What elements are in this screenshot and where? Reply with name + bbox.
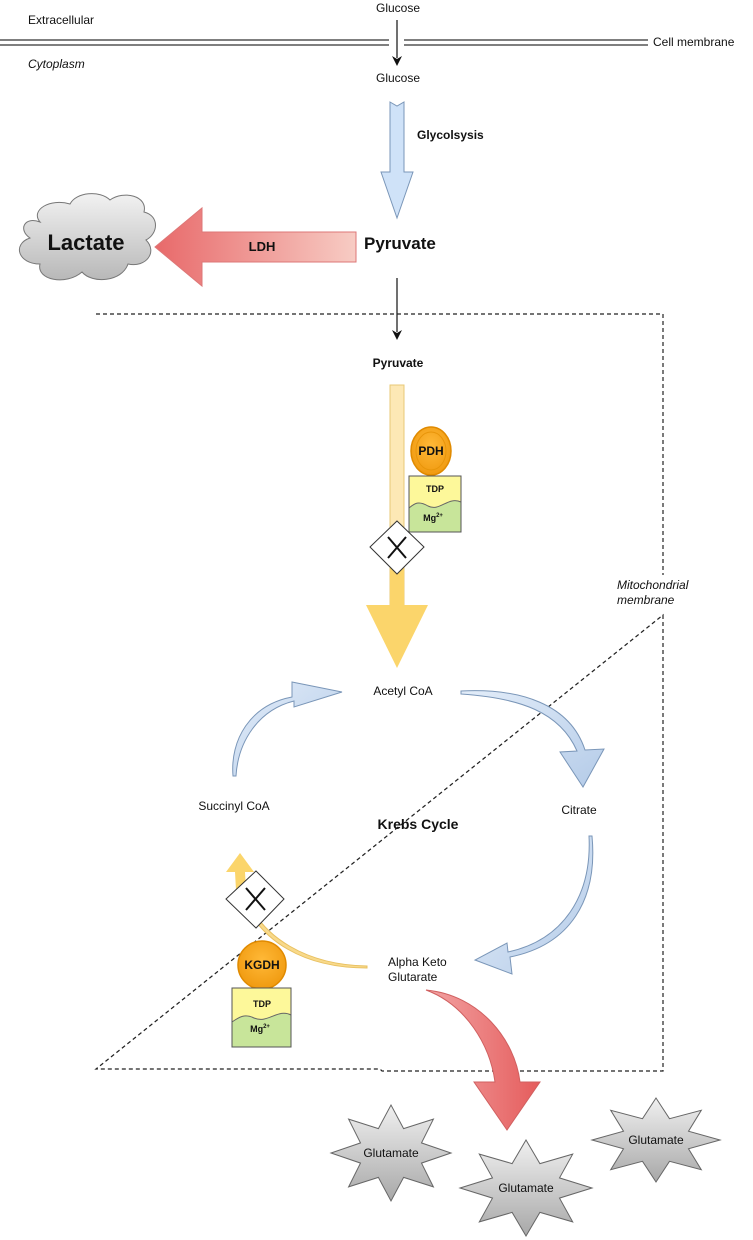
cell-membrane xyxy=(0,39,648,46)
citrate-to-akg-arrow xyxy=(473,835,594,975)
akg-to-glutamate-arrow xyxy=(425,989,541,1131)
pdh-mg-label: Mg2+ xyxy=(423,513,443,523)
glutamate-label-1: Glutamate xyxy=(363,1146,419,1160)
glutamate-star-2 xyxy=(458,1139,594,1237)
pdh-cofactor-box xyxy=(408,475,462,533)
pdh-block-marker xyxy=(369,520,425,575)
glycolysis-arrow xyxy=(380,101,414,220)
kgdh-tdp-label: TDP xyxy=(253,999,271,1009)
alpha-kg-label-1: Alpha Keto xyxy=(388,955,447,969)
cell-membrane-label: Cell membrane xyxy=(653,35,735,49)
lactate-label: Lactate xyxy=(47,230,125,255)
glutamate-label-2: Glutamate xyxy=(498,1181,554,1195)
pdh-label: PDH xyxy=(418,444,444,458)
cytoplasm-label: Cytoplasm xyxy=(28,57,85,71)
glycolysis-label: Glycolsysis xyxy=(417,128,484,142)
alpha-kg-label-2: Glutarate xyxy=(388,970,438,984)
ldh-arrow xyxy=(154,206,357,288)
glutamate-label-3: Glutamate xyxy=(628,1133,684,1147)
succinyl-to-acetyl-arrow xyxy=(232,681,343,777)
mitochondrial-membrane-label-1: Mitochondrial xyxy=(617,578,689,592)
citrate-label: Citrate xyxy=(561,803,597,817)
pdh-enzyme xyxy=(410,426,452,476)
glutamate-star-3 xyxy=(590,1097,722,1183)
glucose-cytoplasm: Glucose xyxy=(375,71,421,85)
extracellular-label: Extracellular xyxy=(28,13,95,27)
pyruvate-cytoplasm: Pyruvate xyxy=(364,234,436,253)
mitochondrial-membrane xyxy=(94,313,664,1072)
glucose-transport-arrow xyxy=(392,20,402,66)
glutamate-star-1 xyxy=(329,1103,453,1203)
kgdh-mg-label: Mg2+ xyxy=(250,1024,270,1034)
acetyl-to-citrate-arrow xyxy=(460,690,605,788)
kgdh-block-marker xyxy=(225,870,285,929)
ldh-label: LDH xyxy=(248,239,276,254)
glucose-extracellular: Glucose xyxy=(375,1,421,15)
acetyl-coa-label: Acetyl CoA xyxy=(373,684,433,698)
mitochondrial-membrane-label-2: membrane xyxy=(617,593,675,607)
succinyl-coa-label: Succinyl CoA xyxy=(198,799,270,813)
krebs-cycle-label: Krebs Cycle xyxy=(377,816,459,832)
pdh-tdp-label: TDP xyxy=(426,484,444,494)
pyruvate-mitochondria: Pyruvate xyxy=(372,356,424,370)
kgdh-label: KGDH xyxy=(244,958,280,972)
lactate-cloud xyxy=(18,193,156,281)
pyruvate-import-arrow xyxy=(392,278,402,340)
kgdh-cofactor-box xyxy=(231,987,292,1048)
